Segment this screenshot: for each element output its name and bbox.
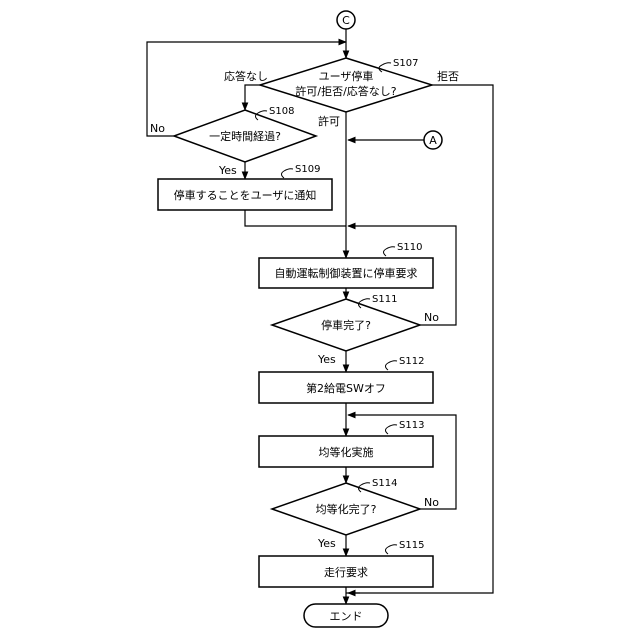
- connector-c: C: [337, 11, 355, 29]
- s110-step-id: S110: [397, 242, 422, 253]
- process-s110: 自動運転制御装置に停車要求: [259, 258, 433, 288]
- s109-step-id: S109: [295, 164, 320, 175]
- s108-text: 一定時間経過?: [209, 129, 281, 143]
- s110-leader: [384, 247, 396, 256]
- s112-leader: [386, 361, 398, 370]
- s113-text: 均等化実施: [319, 445, 374, 459]
- label-s114-no: No: [424, 496, 439, 509]
- flow-s107-no-response: [245, 85, 260, 110]
- connector-a-label: A: [429, 134, 437, 147]
- label-s111-no: No: [424, 311, 439, 324]
- s115-step-id: S115: [399, 540, 424, 551]
- process-s115: 走行要求: [259, 556, 433, 587]
- s108-step-id: S108: [269, 106, 294, 117]
- s111-step-id: S111: [372, 294, 397, 305]
- s109-leader: [282, 169, 294, 178]
- s113-leader: [386, 425, 398, 434]
- connector-a: A: [424, 131, 442, 149]
- label-s111-yes: Yes: [317, 353, 336, 366]
- s107-step-id: S107: [393, 58, 418, 69]
- label-s114-yes: Yes: [317, 537, 336, 550]
- label-permit: 許可: [318, 115, 340, 128]
- decision-s108: 一定時間経過?: [174, 110, 316, 162]
- end-label: エンド: [330, 610, 363, 623]
- s115-text: 走行要求: [324, 566, 368, 579]
- s114-text: 均等化完了?: [316, 502, 377, 516]
- s107-line-1: ユーザ停車: [319, 69, 374, 83]
- s112-text: 第2給電SWオフ: [306, 381, 386, 395]
- s111-text: 停車完了?: [321, 318, 371, 332]
- s113-step-id: S113: [399, 420, 424, 431]
- decision-s114: 均等化完了?: [272, 483, 420, 535]
- s115-leader: [386, 545, 398, 554]
- decision-s111: 停車完了?: [272, 299, 420, 351]
- s107-line-2: 許可/拒否/応答なし?: [295, 84, 396, 98]
- s114-step-id: S114: [372, 478, 397, 489]
- label-s108-no: No: [150, 122, 165, 135]
- s110-text: 自動運転制御装置に停車要求: [275, 266, 418, 280]
- process-s109: 停車することをユーザに通知: [158, 179, 332, 210]
- terminal-end: エンド: [304, 604, 388, 627]
- process-s113: 均等化実施: [259, 436, 433, 467]
- flow-s109-join: [245, 210, 346, 226]
- s112-step-id: S112: [399, 356, 424, 367]
- s109-text: 停車することをユーザに通知: [174, 188, 317, 202]
- label-reject: 拒否: [437, 70, 459, 83]
- process-s112: 第2給電SWオフ: [259, 372, 433, 403]
- connector-c-label: C: [342, 14, 350, 27]
- label-no-response: 応答なし: [224, 69, 268, 83]
- label-s108-yes: Yes: [218, 164, 237, 177]
